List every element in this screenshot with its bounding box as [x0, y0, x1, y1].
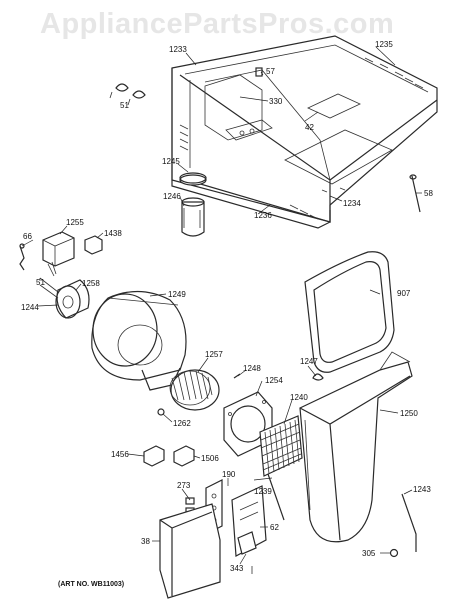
label-1239: 1239 [254, 487, 272, 496]
part-57 [255, 67, 263, 77]
label-62: 62 [270, 523, 279, 532]
watermark-text: AppliancePartsPros.com [40, 8, 395, 40]
label-38: 38 [141, 537, 150, 546]
window-frame-907 [304, 251, 395, 373]
label-343: 343 [230, 564, 244, 573]
label-1262: 1262 [173, 419, 191, 428]
nut-305 [389, 548, 399, 558]
clip-1247 [312, 373, 324, 381]
label-58: 58 [424, 189, 433, 198]
label-66: 66 [23, 232, 32, 241]
label-1248: 1248 [243, 364, 261, 373]
relay-bracket-62 [231, 485, 267, 574]
base-housing-1233 [171, 35, 438, 223]
label-1254: 1254 [265, 376, 283, 385]
rail-1236 [171, 180, 331, 229]
label-51-bottom: 51 [36, 278, 45, 287]
label-1456: 1456 [111, 450, 129, 459]
air-duct-1250 [299, 351, 413, 543]
rod-1239 [267, 473, 285, 521]
label-1245: 1245 [162, 157, 180, 166]
label-907: 907 [397, 289, 411, 298]
label-1235: 1235 [375, 40, 393, 49]
screw-1248 [233, 373, 241, 379]
label-51-top: 51 [120, 101, 129, 110]
blower-wheel-1257 [169, 369, 220, 411]
label-1236: 1236 [254, 211, 272, 220]
rod-1243 [401, 493, 417, 552]
blower-housing-1249 [91, 290, 187, 391]
label-1247: 1247 [300, 357, 318, 366]
label-1257: 1257 [205, 350, 223, 359]
part-labels: 1233 1235 57 51 330 42 1245 1246 1236 12… [21, 40, 433, 573]
label-1234: 1234 [343, 199, 361, 208]
clips-51 [109, 83, 146, 106]
label-305: 305 [362, 549, 376, 558]
label-42: 42 [305, 123, 314, 132]
label-190: 190 [222, 470, 236, 479]
nut-1262 [157, 408, 165, 416]
relay-343 [237, 531, 257, 555]
grease-filter-1239 [259, 415, 303, 477]
label-330: 330 [269, 97, 283, 106]
switch-1506 [173, 445, 195, 467]
art-number: (ART NO. WB11003) [58, 581, 125, 588]
label-1240: 1240 [290, 393, 308, 402]
motor-mount-bracket-1255 [42, 231, 75, 267]
label-1250: 1250 [400, 409, 418, 418]
cord-66 [19, 243, 25, 271]
label-1244: 1244 [21, 303, 39, 312]
jar-assembly [179, 172, 207, 237]
blower-motor-1258 [39, 261, 90, 319]
leader-lines [21, 46, 422, 565]
part-1438 [84, 235, 103, 255]
label-1258: 1258 [82, 279, 100, 288]
cable-tie-58 [411, 175, 421, 213]
label-1249: 1249 [168, 290, 186, 299]
switch-1456 [143, 445, 165, 467]
label-1255: 1255 [66, 218, 84, 227]
label-1438: 1438 [104, 229, 122, 238]
label-1233: 1233 [169, 45, 187, 54]
label-1246: 1246 [163, 192, 181, 201]
label-1243: 1243 [413, 485, 431, 494]
cover-panel-38 [159, 503, 221, 599]
label-57: 57 [266, 67, 275, 76]
label-273: 273 [177, 481, 191, 490]
label-1506: 1506 [201, 454, 219, 463]
